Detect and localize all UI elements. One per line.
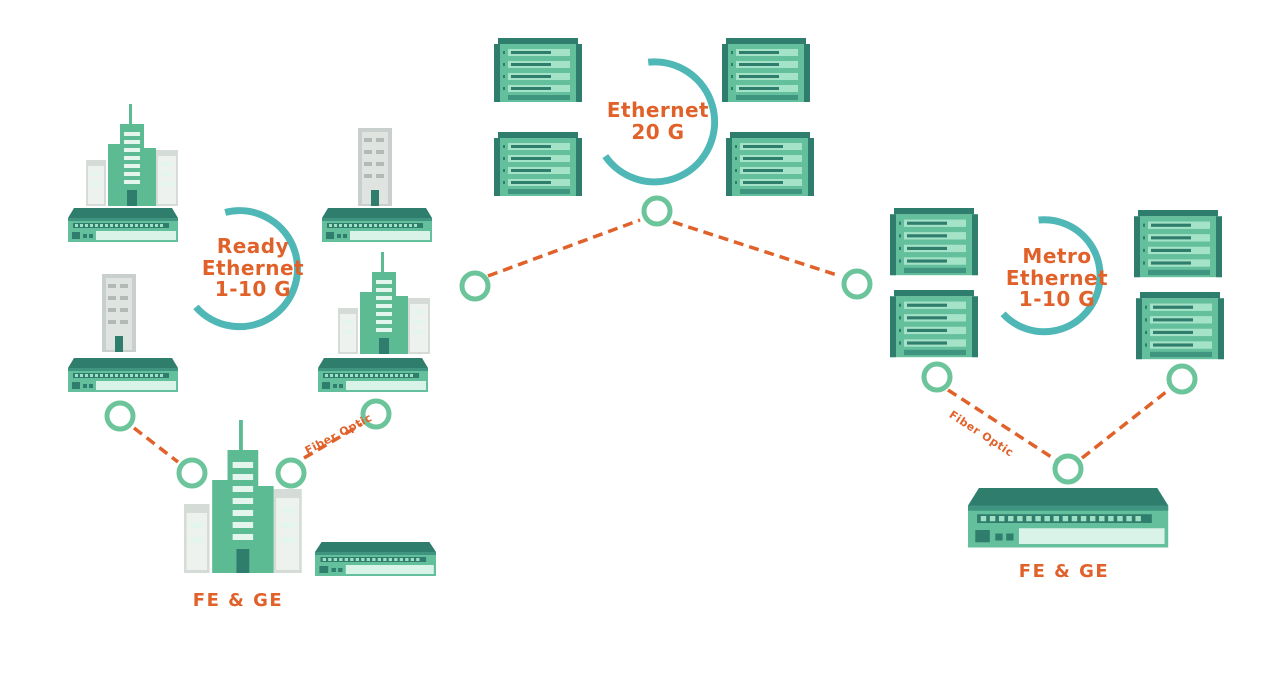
ready-ethernet-label: Ready Ethernet 1-10 G xyxy=(188,234,318,302)
core-ethernet-label: Ethernet 20 G xyxy=(593,98,723,144)
building-icon xyxy=(358,128,392,206)
metro-line-3: 1-10 G xyxy=(1018,287,1096,312)
node-ring-icon xyxy=(179,460,205,486)
ready-ethernet-ring-icon xyxy=(193,207,301,331)
server-rack-icon xyxy=(494,132,582,196)
core-line-1: Ethernet xyxy=(606,98,710,122)
node-ring-icon xyxy=(844,271,870,297)
building-icon xyxy=(86,104,178,206)
node-ring-icon xyxy=(107,403,133,429)
metro-line-2: Ethernet xyxy=(1005,265,1109,290)
network-switch-icon xyxy=(68,208,178,242)
server-rack-icon xyxy=(726,132,814,196)
building-icon xyxy=(338,252,430,354)
building-icon xyxy=(102,274,136,352)
fe-ge-left-label: FE & GE xyxy=(192,590,284,611)
server-rack-icon xyxy=(494,38,582,102)
ready-line-2: Ethernet xyxy=(201,255,305,280)
node-ring-icon xyxy=(924,364,950,390)
metro-ethernet-ring-icon xyxy=(1000,216,1104,336)
server-rack-icon xyxy=(1134,210,1222,278)
ready-line-1: Ready xyxy=(216,234,290,258)
metro-ethernet-label: Metro Ethernet 1-10 G xyxy=(992,244,1122,312)
core-ethernet-ring-icon xyxy=(602,58,719,186)
node-ring-icon xyxy=(278,460,304,486)
server-rack-icon xyxy=(890,208,978,276)
core-line-2: 20 G xyxy=(631,119,685,144)
fiber-links xyxy=(132,218,1168,464)
network-switch-icon xyxy=(968,488,1169,548)
network-switch-icon xyxy=(322,208,432,242)
building-icon xyxy=(184,420,302,573)
node-ring-icon xyxy=(644,198,670,224)
network-switch-icon xyxy=(315,542,436,576)
network-switch-icon xyxy=(318,358,428,392)
node-ring-icon xyxy=(462,273,488,299)
server-rack-icon xyxy=(890,290,978,358)
server-rack-icon xyxy=(722,38,810,102)
server-rack-icon xyxy=(1136,292,1224,360)
node-ring-icon xyxy=(1055,456,1081,482)
network-switch-icon xyxy=(68,358,178,392)
metro-line-1: Metro xyxy=(1022,244,1092,268)
ready-line-3: 1-10 G xyxy=(214,277,292,302)
fe-ge-right-label: FE & GE xyxy=(1018,561,1110,582)
node-ring-icon xyxy=(1169,366,1195,392)
